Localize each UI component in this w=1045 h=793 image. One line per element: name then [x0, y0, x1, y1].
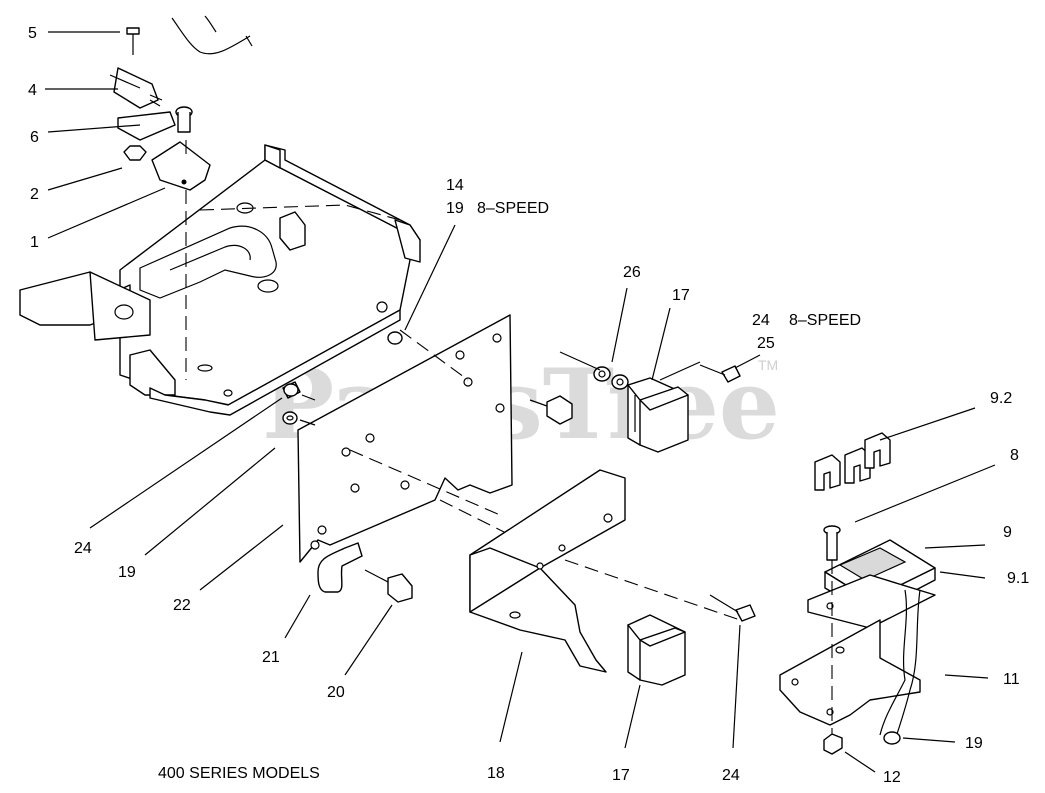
hand-sketch — [171, 15, 253, 55]
callout-9: 9 — [1003, 524, 1012, 541]
bracket-18 — [469, 469, 741, 673]
callout-19-8speed-text: 8–SPEED — [477, 200, 549, 217]
callout-24-8speed-text: 8–SPEED — [789, 312, 861, 329]
callout-21: 21 — [262, 649, 280, 666]
callout-17-top: 17 — [672, 287, 690, 304]
clamp-and-bolt — [317, 542, 413, 603]
callout-9-2: 9.2 — [990, 390, 1012, 407]
callout-9-1: 9.1 — [1007, 570, 1029, 587]
solenoid-top — [627, 361, 741, 453]
diagram-caption: 400 SERIES MODELS — [158, 765, 320, 782]
bolts-left — [282, 331, 403, 426]
leader-lines — [45, 31, 996, 773]
callout-26: 26 — [623, 264, 641, 281]
callout-1: 1 — [30, 234, 39, 251]
callout-4: 4 — [28, 82, 37, 99]
chassis-plate — [19, 144, 421, 416]
callout-14: 14 — [446, 177, 464, 194]
callout-17-bottom: 17 — [612, 767, 630, 784]
fuse-assembly — [779, 432, 936, 755]
washers-and-bolt — [529, 351, 629, 425]
callout-6: 6 — [30, 129, 39, 146]
callout-labels: 5 4 6 2 1 14 19 8–SPEED 26 17 24 8–SPEED… — [28, 25, 1029, 786]
callout-24-left: 24 — [74, 540, 92, 557]
watermark-tm: TM — [758, 357, 778, 373]
callout-19-8speed-number: 19 — [446, 200, 464, 217]
callout-24-bottom: 24 — [722, 767, 740, 784]
callout-2: 2 — [30, 186, 39, 203]
callout-19-left: 19 — [118, 564, 136, 581]
callout-22: 22 — [173, 597, 191, 614]
callout-11: 11 — [1003, 671, 1020, 688]
callout-18: 18 — [487, 765, 505, 782]
callout-5: 5 — [28, 25, 37, 42]
callout-19-right: 19 — [965, 735, 983, 752]
callout-25: 25 — [757, 335, 775, 352]
callout-24-8speed-number: 24 — [752, 312, 770, 329]
mounting-plate — [297, 314, 521, 563]
switch-assembly — [109, 27, 211, 380]
screw-bottom — [709, 594, 756, 622]
solenoid-bottom — [627, 614, 686, 686]
callout-12: 12 — [883, 769, 901, 786]
callout-20: 20 — [327, 684, 345, 701]
callout-8: 8 — [1010, 447, 1019, 464]
